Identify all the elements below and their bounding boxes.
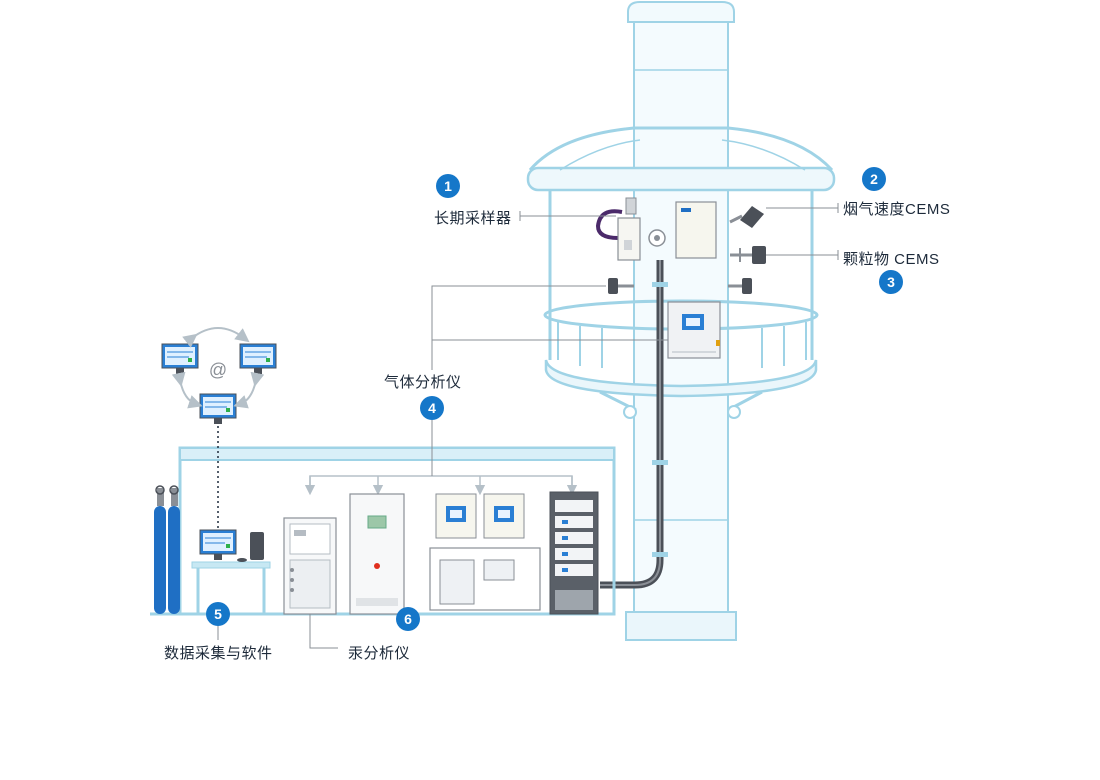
server-rack [549, 491, 599, 615]
callout-label-flue-gas-velocity: 烟气速度CEMS [843, 201, 951, 218]
callout-label-mercury-analyzer: 汞分析仪 [348, 645, 411, 662]
leader-lines [217, 203, 839, 649]
gas-probe-left [608, 278, 634, 294]
callout-badge-1: 1 [436, 174, 460, 198]
monitor-icon [239, 343, 277, 374]
platform-canopy [526, 126, 836, 360]
gas-cylinder-icon [154, 485, 180, 614]
callout-label-gas-analyzer: 气体分析仪 [384, 374, 462, 391]
flow-meter-unit [648, 201, 717, 259]
particulate-probe [730, 246, 766, 264]
platform-deck [543, 299, 819, 419]
mercury-analyzer-tower [349, 493, 405, 615]
callout-label-long-term-sampler: 长期采样器 [434, 210, 512, 227]
gas-analyzer-rack [429, 493, 541, 611]
heated-umbilical-line [600, 260, 668, 589]
monitor-icon [199, 393, 237, 424]
gas-probe-right [728, 278, 752, 294]
data-workstation [191, 424, 271, 614]
stack-analyzer-cabinet [667, 301, 721, 359]
callout-label-particulate: 颗粒物 CEMS [843, 251, 940, 268]
monitor-icon [161, 343, 199, 374]
callout-badge-5: 5 [206, 602, 230, 626]
callout-badge-4: 4 [420, 396, 444, 420]
at-sign-icon: @ [209, 360, 227, 380]
callout-badge-6: 6 [396, 607, 420, 631]
long-term-sampler-device [595, 197, 641, 261]
mercury-analyzer-cabinet [283, 517, 337, 615]
callout-badge-3: 3 [879, 270, 903, 294]
callout-label-data-acquisition: 数据采集与软件 [164, 645, 273, 662]
monitor-icon [199, 529, 237, 560]
callout-badge-2: 2 [862, 167, 886, 191]
network-cluster: @ [161, 327, 277, 424]
velocity-probe [729, 206, 764, 228]
